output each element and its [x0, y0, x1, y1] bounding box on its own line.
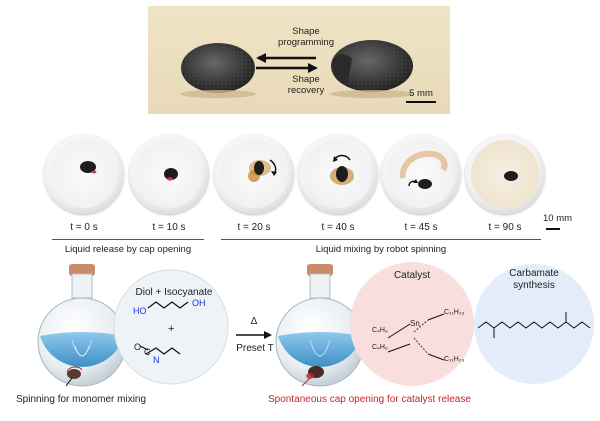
release-bracket-line — [52, 239, 204, 240]
catalyst-product-circles — [350, 262, 594, 386]
dish-t20 — [214, 134, 294, 214]
robot-t45-icon — [399, 150, 448, 189]
dish-t45 — [381, 134, 461, 214]
time-label-2: t = 20 s — [237, 222, 271, 233]
reaction-arrow-icon — [236, 331, 272, 339]
dish-t0 — [44, 134, 124, 214]
catalyst-sn: Sn — [410, 319, 420, 328]
reagents-circle — [113, 269, 229, 385]
time-label-5: t = 90 s — [488, 222, 522, 233]
catalyst-title: Catalyst — [393, 270, 431, 281]
isocyanate-o: O — [134, 342, 142, 352]
time-label-4: t = 45 s — [404, 222, 438, 233]
time-label-3: t = 40 s — [321, 222, 355, 233]
isocyanate-n: N — [153, 355, 160, 365]
dish-t90 — [465, 134, 545, 214]
dish-t10 — [129, 134, 209, 214]
flask-left-graphic — [37, 264, 127, 387]
reagents-title: Diol + Isocyanate — [135, 287, 213, 298]
caption-liquid-release: Liquid release by cap opening — [64, 244, 192, 255]
top-scale-bar-label: 5 mm — [409, 88, 433, 99]
caption-liquid-mixing: Liquid mixing by robot spinning — [315, 244, 447, 255]
diol-ho: HO — [133, 306, 147, 316]
catalyst-c11h23-bottom: C₁₁H₂₃ — [444, 356, 465, 363]
plus-sign: + — [168, 323, 175, 335]
time-label-0: t = 0 s — [70, 222, 98, 233]
dish-scale-bar-label: 10 mm — [543, 213, 573, 224]
robot-t0-icon — [80, 161, 97, 174]
diol-oh: OH — [192, 298, 206, 308]
catalyst-c4h9-top: C₄H₉ — [372, 327, 388, 334]
robot-t90-icon — [504, 171, 518, 181]
flask-right-graphic — [275, 264, 365, 387]
dish-t40 — [298, 134, 378, 214]
catalyst-c11h23-top: C₁₁H₂₃ — [444, 309, 465, 316]
caption-catalyst-release: Spontaneous cap opening for catalyst rel… — [268, 394, 471, 405]
catalyst-c4h9-bottom: C₄H₉ — [372, 344, 388, 351]
shape-memory-photo — [148, 6, 450, 114]
caption-monomer-mixing: Spinning for monomer mixing — [16, 394, 147, 405]
robot-photo-graphic — [180, 40, 436, 103]
label-shape-programming: Shape programming — [278, 26, 334, 48]
robot-t40-icon — [330, 154, 354, 185]
mixing-bracket-line — [221, 239, 541, 240]
dish-scale-bar — [546, 228, 560, 230]
arrow-preset-t: Preset T — [236, 343, 274, 354]
arrow-delta: Δ — [250, 316, 258, 327]
robot-t20-icon — [248, 159, 277, 182]
label-shape-recovery: Shape recovery — [287, 74, 325, 96]
time-label-1: t = 10 s — [152, 222, 186, 233]
isocyanate-c: C — [144, 347, 151, 357]
robot-t10-icon — [164, 168, 178, 181]
product-title: Carbamate synthesis — [509, 268, 559, 291]
